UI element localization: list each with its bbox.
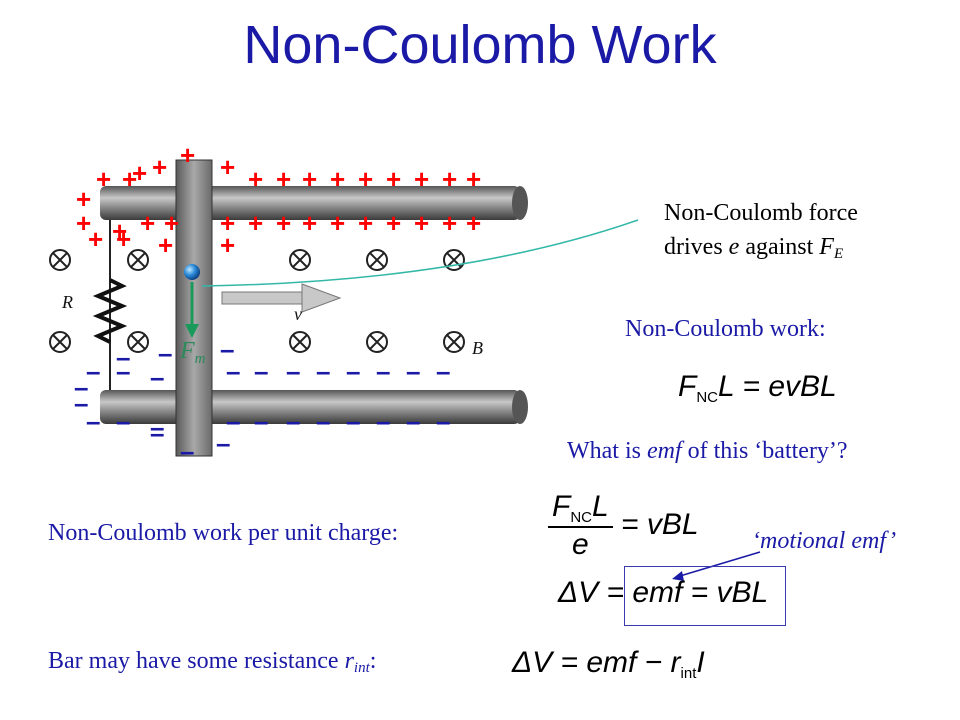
plus-charge: +: [220, 230, 235, 260]
minus-charge: –: [376, 406, 390, 436]
plus-charge: +: [180, 140, 195, 170]
motional-emf-label: ‘motional emf’: [752, 528, 897, 554]
resistor-zigzag: [92, 278, 128, 344]
plus-charge: +: [140, 208, 155, 238]
plus-charge: +: [358, 208, 373, 238]
minus-charge: –: [74, 388, 88, 418]
minus-charge: –: [74, 372, 88, 402]
callout-line2: drives e against FE: [664, 234, 844, 262]
plus-charge: +: [112, 216, 127, 246]
plus-charge: +: [414, 208, 429, 238]
emf-question: What is emf of this ‘battery’?: [567, 438, 848, 464]
minus-charge: –: [180, 436, 194, 466]
plus-charge: +: [248, 164, 263, 194]
resistor-label: R: [61, 292, 73, 312]
velocity-arrow: [221, 283, 342, 313]
resistance-label: Bar may have some resistance rint:: [48, 648, 377, 676]
plus-charge: +: [302, 208, 317, 238]
plus-charge: +: [386, 208, 401, 238]
callout-text: Non-Coulomb force drives e against FE: [664, 196, 858, 271]
minus-charge: –: [158, 338, 172, 368]
minus-charge: –: [346, 356, 360, 386]
plus-charge: +: [466, 164, 481, 194]
plus-charge: +: [122, 164, 137, 194]
plus-charge: +: [220, 208, 235, 238]
field-label: B: [472, 338, 483, 358]
minus-charge: –: [436, 356, 450, 386]
equation-per-unit: FNCL e = vBL: [548, 490, 699, 562]
minus-charge: –: [150, 418, 164, 448]
minus-charge: –: [436, 406, 450, 436]
plus-charge: +: [88, 224, 103, 254]
sliding-bar: [175, 159, 213, 457]
plus-charge: +: [330, 208, 345, 238]
callout-line: [201, 219, 639, 287]
minus-charge: –: [254, 406, 268, 436]
plus-charge: +: [248, 208, 263, 238]
minus-charge: –: [150, 362, 164, 392]
minus-charge: –: [150, 412, 164, 442]
force-label: Fm: [179, 338, 206, 367]
plus-charge: +: [96, 164, 111, 194]
callout-line1: Non-Coulomb force: [664, 200, 858, 226]
nc-work-label: Non-Coulomb work:: [625, 316, 826, 342]
emf-box: [624, 566, 786, 626]
plus-charge: +: [414, 164, 429, 194]
plus-charge: +: [358, 164, 373, 194]
page-title: Non-Coulomb Work: [243, 15, 717, 75]
plus-charge: +: [330, 164, 345, 194]
plus-charge: +: [276, 208, 291, 238]
minus-charge: –: [286, 406, 300, 436]
minus-charge: –: [286, 356, 300, 386]
minus-charge: –: [316, 406, 330, 436]
plus-charge: +: [116, 224, 131, 254]
electron-ball: [184, 264, 200, 280]
minus-charge: –: [406, 406, 420, 436]
magnetic-force-arrow: [185, 282, 199, 338]
minus-charge: –: [254, 356, 268, 386]
minus-charge: –: [226, 406, 240, 436]
plus-charge: +: [386, 164, 401, 194]
positive-charges: ++++++++++++++++++++++++++++++++++: [76, 140, 481, 260]
equation-internal-resistance: ΔV = emf − rintI: [512, 646, 705, 682]
minus-charge: –: [116, 406, 130, 436]
negative-charges: ––––––––––––––––––––––––––––––: [74, 334, 450, 466]
motional-arrow: [672, 551, 761, 581]
equation-emf: ΔV = emf = vBL: [558, 576, 769, 609]
minus-charge: –: [220, 334, 234, 364]
minus-charge: –: [116, 342, 130, 372]
plus-charge: +: [152, 152, 167, 182]
minus-charge: –: [346, 406, 360, 436]
per-unit-label: Non-Coulomb work per unit charge:: [48, 520, 399, 546]
plus-charge: +: [276, 164, 291, 194]
plus-charge: +: [442, 164, 457, 194]
b-field-markers: [49, 249, 465, 353]
plus-charge: +: [76, 208, 91, 238]
minus-charge: –: [216, 428, 230, 458]
minus-charge: –: [116, 356, 130, 386]
minus-charge: –: [86, 406, 100, 436]
plus-charge: +: [76, 184, 91, 214]
equation-nc-work: FNCL = evBL: [678, 370, 837, 406]
velocity-label: v: [294, 304, 302, 324]
plus-charge: +: [466, 208, 481, 238]
minus-charge: –: [376, 356, 390, 386]
fraction: FNCL e: [548, 490, 613, 562]
minus-charge: –: [316, 356, 330, 386]
plus-charge: +: [220, 152, 235, 182]
force-label-sub: m: [195, 351, 206, 367]
minus-charge: –: [86, 356, 100, 386]
plus-charge: +: [158, 230, 173, 260]
plus-charge: +: [132, 158, 147, 188]
minus-charge: –: [406, 356, 420, 386]
plus-charge: +: [164, 208, 179, 238]
plus-charge: +: [302, 164, 317, 194]
plus-charge: +: [442, 208, 457, 238]
minus-charge: –: [226, 356, 240, 386]
motional-emf-diagram: R v B Fm +++++++++++++++++++++++++++++++…: [49, 140, 639, 466]
